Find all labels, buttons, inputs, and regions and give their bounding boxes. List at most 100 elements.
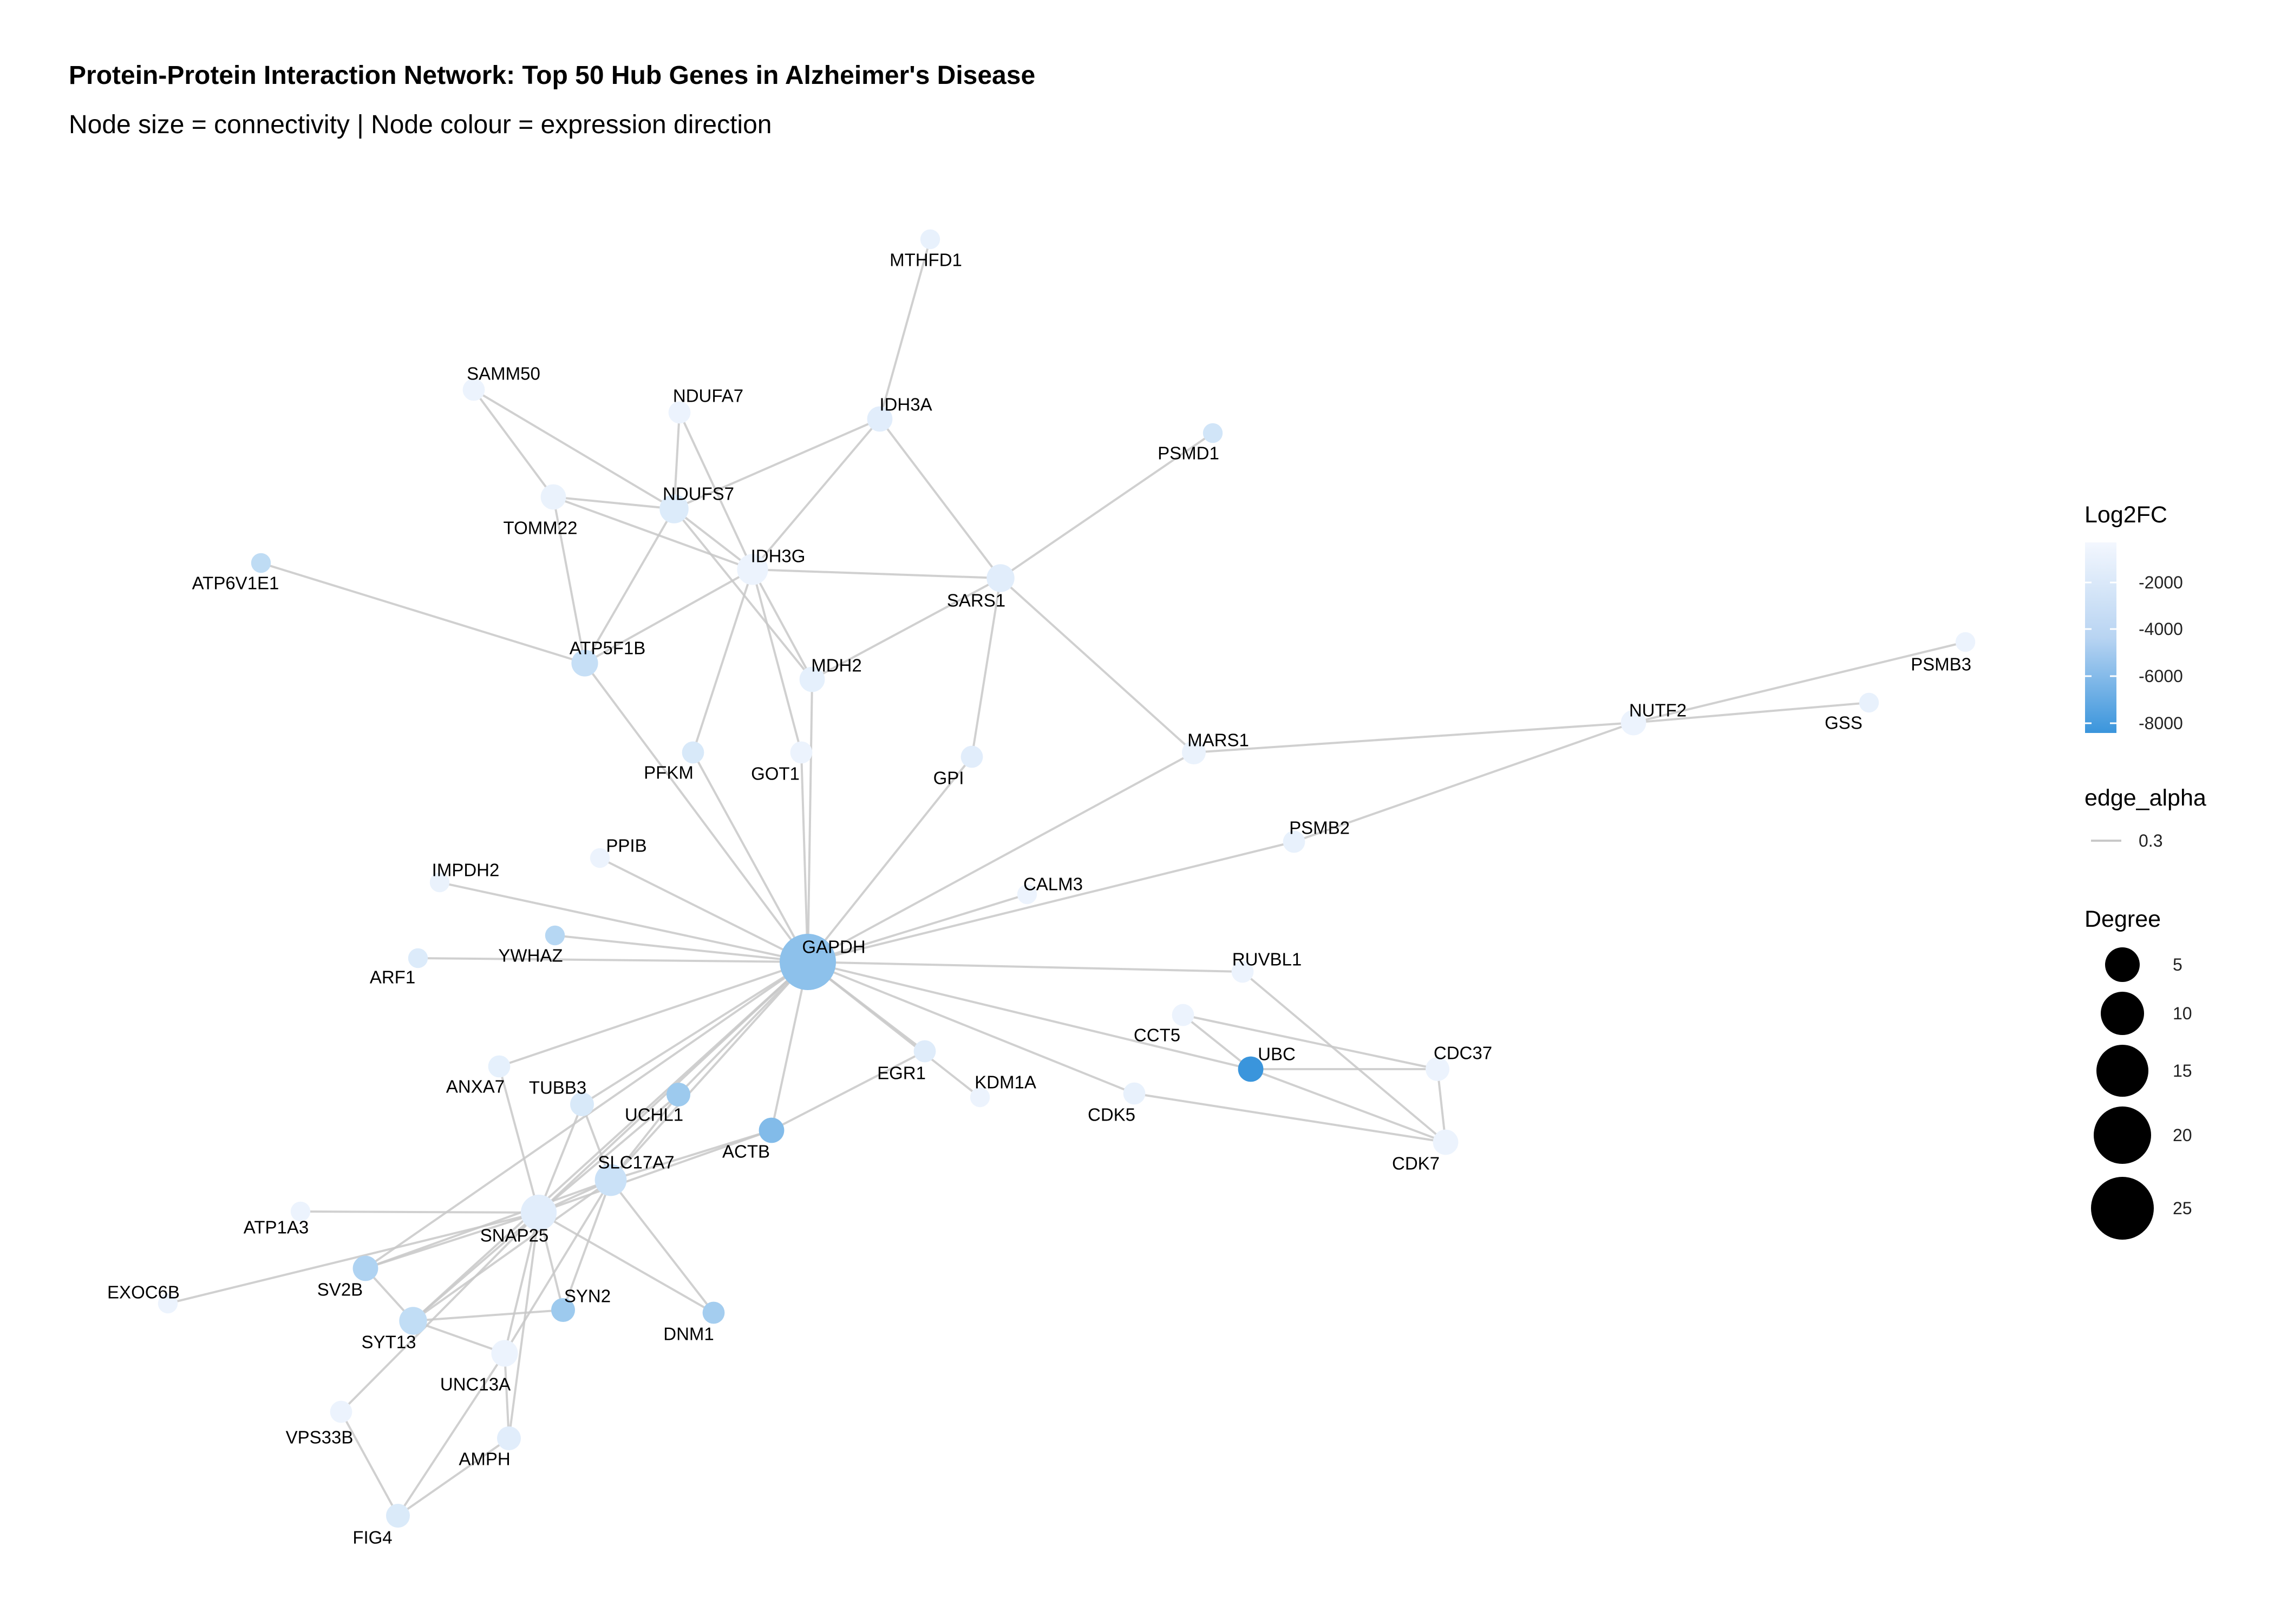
node-label: IMPDH2 bbox=[432, 860, 500, 880]
network-edge bbox=[752, 568, 1001, 579]
node-label: AMPH bbox=[459, 1449, 510, 1469]
network-edge bbox=[1241, 971, 1447, 1143]
node-label: NDUFA7 bbox=[673, 386, 743, 406]
network-node bbox=[545, 925, 565, 946]
network-node bbox=[1017, 884, 1037, 905]
degree-legend-key bbox=[2091, 1177, 2154, 1240]
network-edge bbox=[771, 1050, 925, 1131]
log2fc-tick-label: -8000 bbox=[2139, 713, 2183, 733]
network-node bbox=[594, 1164, 627, 1196]
degree-legend-label: 15 bbox=[2173, 1061, 2192, 1081]
network-node bbox=[1955, 632, 1976, 652]
network-edge bbox=[971, 578, 1002, 757]
node-label: CDC37 bbox=[1434, 1043, 1492, 1063]
network-edge bbox=[807, 961, 981, 1098]
node-label: PSMB2 bbox=[1289, 818, 1350, 838]
network-node bbox=[491, 1340, 518, 1367]
node-label: SAMM50 bbox=[467, 364, 540, 384]
node-label: UCHL1 bbox=[625, 1105, 683, 1125]
network-edge bbox=[599, 857, 808, 963]
network-node bbox=[702, 1301, 725, 1324]
node-label: MARS1 bbox=[1187, 730, 1249, 750]
network-edge bbox=[538, 1104, 583, 1213]
node-label: ARF1 bbox=[370, 967, 415, 987]
network-node bbox=[497, 1426, 521, 1450]
network-node bbox=[1426, 1057, 1449, 1081]
node-label: CCT5 bbox=[1134, 1025, 1180, 1045]
node-label: RUVBL1 bbox=[1232, 949, 1302, 970]
network-node bbox=[920, 229, 940, 250]
node-label: ANXA7 bbox=[446, 1077, 505, 1097]
network-edge bbox=[610, 1179, 715, 1314]
network-edge bbox=[673, 508, 813, 680]
node-label: CDK7 bbox=[1392, 1154, 1440, 1174]
network-edge bbox=[412, 1212, 540, 1322]
edges-layer bbox=[167, 239, 1966, 1517]
network-node bbox=[571, 650, 598, 677]
network-node bbox=[1203, 423, 1223, 443]
network-node bbox=[551, 1298, 575, 1322]
node-label: NUTF2 bbox=[1629, 700, 1687, 721]
network-node bbox=[666, 1083, 690, 1106]
network-node bbox=[462, 378, 485, 401]
node-label: UNC13A bbox=[440, 1374, 511, 1394]
node-label: EXOC6B bbox=[107, 1282, 180, 1302]
node-label: MDH2 bbox=[811, 656, 862, 676]
network-edge bbox=[807, 679, 813, 962]
network-node bbox=[780, 934, 836, 990]
network-edge bbox=[610, 1093, 679, 1181]
node-label: FIG4 bbox=[352, 1528, 392, 1548]
network-node bbox=[960, 745, 983, 768]
network-edge bbox=[1193, 722, 1634, 754]
degree-legend-label: 25 bbox=[2173, 1199, 2192, 1218]
network-edge bbox=[807, 751, 1194, 963]
network-edge bbox=[412, 1179, 612, 1322]
node-label: SYT13 bbox=[362, 1332, 416, 1352]
network-node bbox=[158, 1293, 178, 1314]
network-edge bbox=[879, 418, 1002, 579]
node-label: ACTB bbox=[722, 1142, 770, 1162]
node-label: SARS1 bbox=[947, 591, 1005, 611]
network-node bbox=[570, 1092, 594, 1116]
network-node bbox=[970, 1087, 990, 1108]
network-edge bbox=[340, 1411, 399, 1516]
network-edge bbox=[498, 1066, 540, 1213]
chart-title: Protein-Protein Interaction Network: Top… bbox=[69, 61, 1036, 90]
network-edge bbox=[752, 569, 802, 753]
network-edge bbox=[553, 496, 675, 510]
network-edge bbox=[499, 961, 808, 1068]
network-node bbox=[1859, 692, 1879, 713]
network-node bbox=[799, 666, 825, 692]
network-node bbox=[590, 848, 610, 868]
node-label: TOMM22 bbox=[504, 518, 578, 538]
network-edge bbox=[1293, 722, 1634, 843]
node-label: TUBB3 bbox=[529, 1078, 586, 1098]
network-node bbox=[986, 564, 1015, 592]
network-edge bbox=[752, 569, 813, 680]
network-edge bbox=[397, 1437, 510, 1517]
network-edge bbox=[504, 1212, 540, 1354]
node-label: ATP5F1B bbox=[570, 638, 646, 658]
network-node bbox=[1238, 1056, 1264, 1082]
log2fc-tick-label: -2000 bbox=[2139, 573, 2183, 592]
node-label: EGR1 bbox=[877, 1063, 926, 1083]
network-edge bbox=[584, 568, 753, 664]
node-label: VPS33B bbox=[286, 1427, 354, 1448]
node-label: CALM3 bbox=[1023, 874, 1083, 894]
node-label: IDH3A bbox=[879, 395, 932, 415]
node-label: SYN2 bbox=[564, 1286, 611, 1306]
network-edge bbox=[770, 961, 809, 1131]
node-label: PSMB3 bbox=[1911, 654, 1971, 675]
network-edge bbox=[552, 496, 586, 664]
node-label: MTHFD1 bbox=[890, 250, 962, 270]
degree-legend-key bbox=[2105, 947, 2140, 982]
edge-alpha-legend-label: 0.3 bbox=[2139, 831, 2162, 850]
network-node bbox=[1283, 830, 1305, 853]
network-edge bbox=[1250, 1068, 1446, 1143]
network-node bbox=[913, 1040, 936, 1063]
network-edge bbox=[365, 1212, 539, 1269]
network-node bbox=[790, 741, 813, 764]
node-label: SNAP25 bbox=[480, 1226, 549, 1246]
network-node bbox=[290, 1201, 311, 1222]
